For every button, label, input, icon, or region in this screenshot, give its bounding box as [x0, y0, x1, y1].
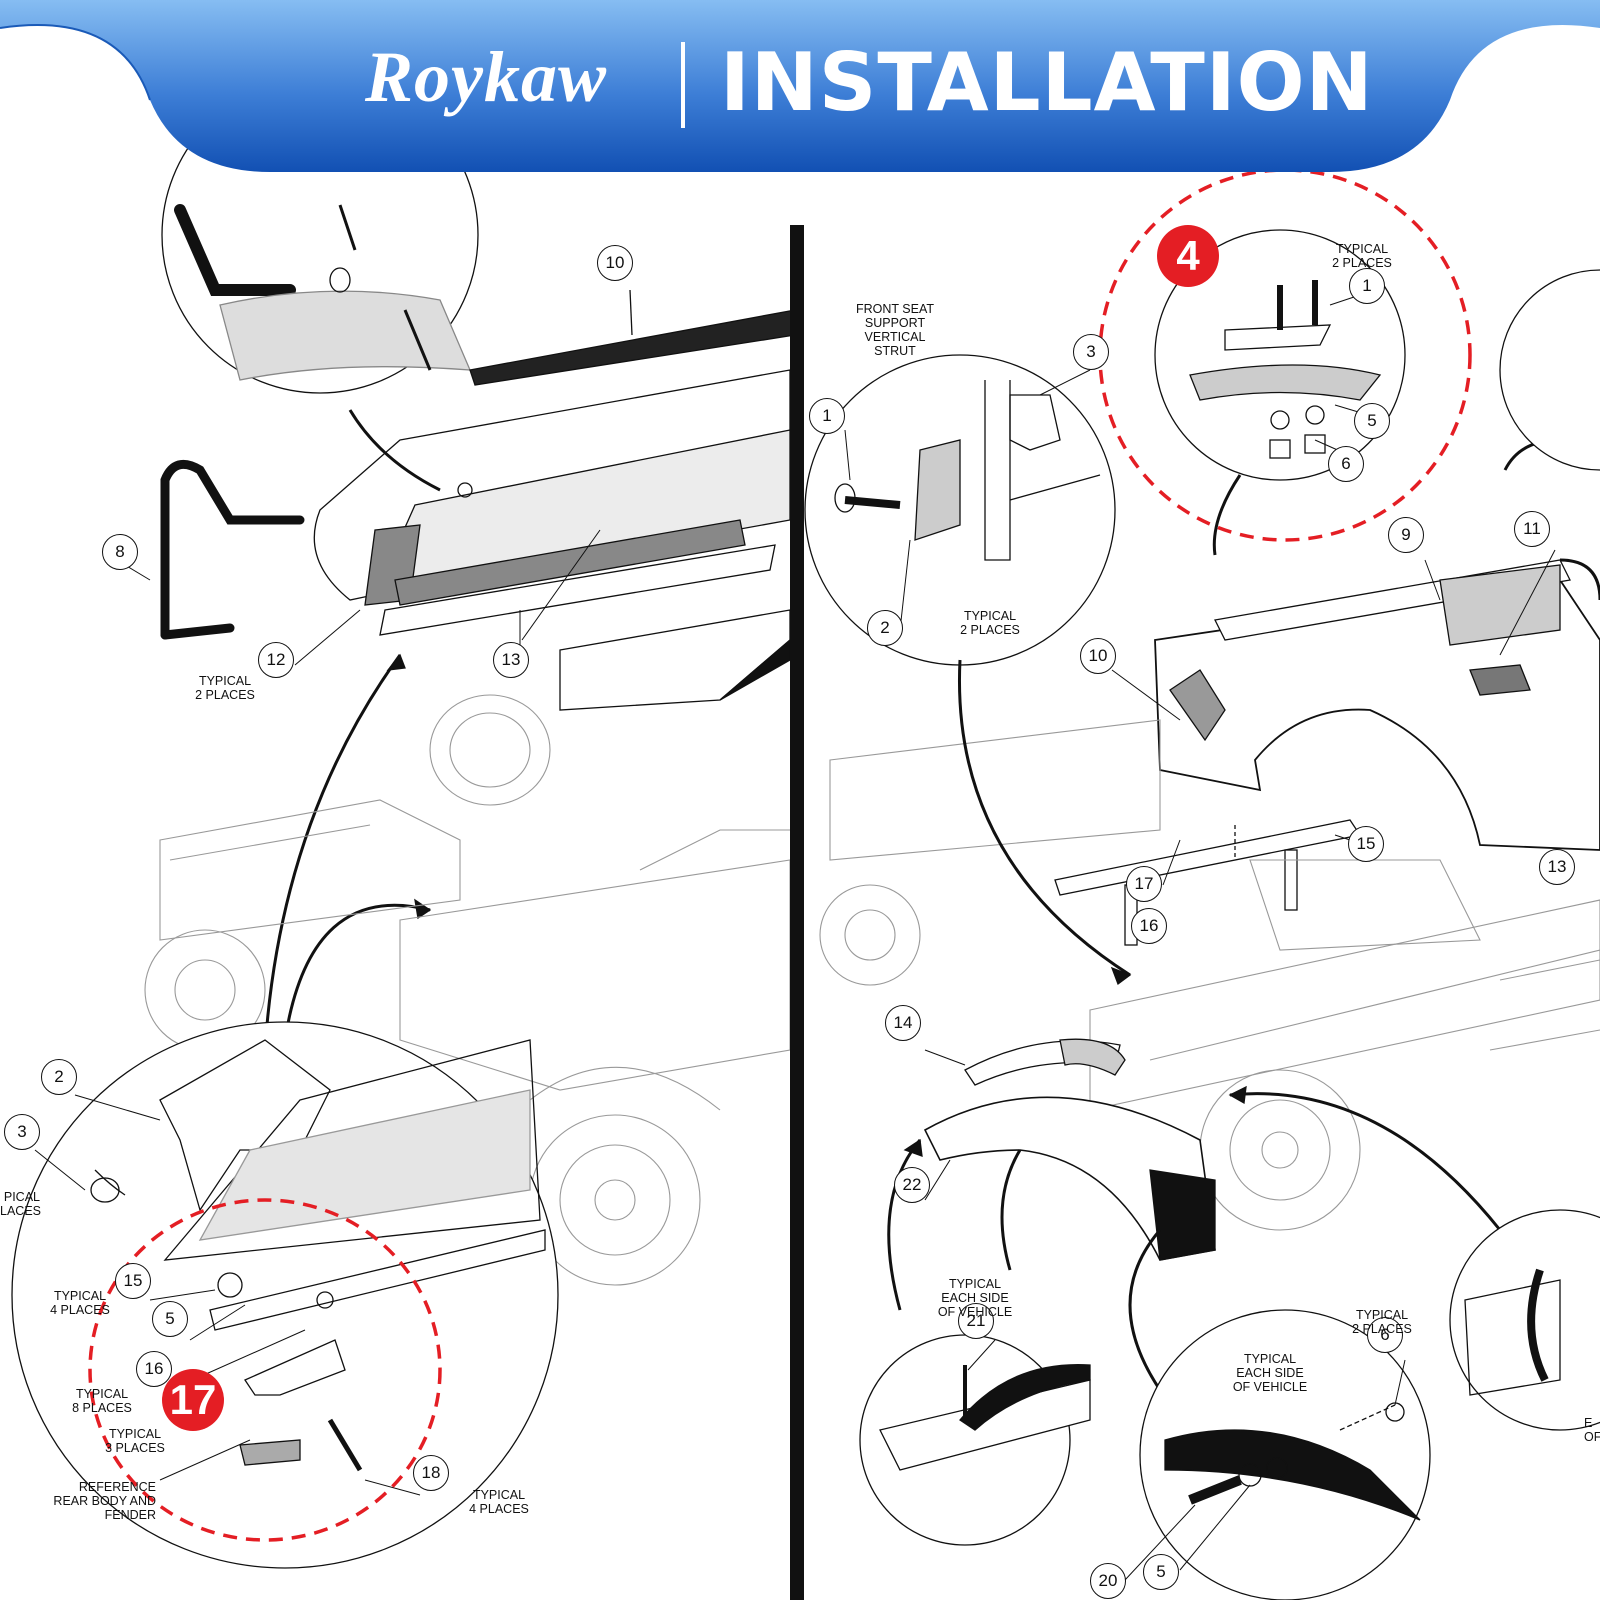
callout-right: 22	[894, 1167, 930, 1203]
note-typical-2-places: TYPICAL 2 PLACES	[960, 609, 1020, 637]
header-separator	[681, 42, 685, 128]
note-typical-2-places: TYPICAL 2 PLACES	[1352, 1308, 1412, 1336]
callout-left: 10	[597, 245, 633, 281]
note-typical-4-places: TYPICAL 4 PLACES	[50, 1289, 110, 1317]
callout-right: 1	[1349, 268, 1385, 304]
callout-left: 2	[41, 1059, 77, 1095]
highlight-badge-17: 17	[162, 1369, 224, 1431]
note-each-side-cut: E OF	[1584, 1416, 1600, 1444]
callout-left: 5	[152, 1301, 188, 1337]
note-typical-each-side: TYPICAL EACH SIDE OF VEHICLE	[1232, 1352, 1308, 1394]
note-front-seat-strut: FRONT SEAT SUPPORT VERTICAL STRUT	[855, 302, 934, 358]
callout-right: 13	[1539, 849, 1575, 885]
callout-left: 15	[115, 1263, 151, 1299]
note-reference-rear-body: REFERENCE REAR BODY AND FENDER	[53, 1480, 156, 1522]
note-typical-each-side: TYPICAL EACH SIDE OF VEHICLE	[937, 1277, 1013, 1319]
callout-right: 17	[1126, 866, 1162, 902]
callout-right: 20	[1090, 1563, 1126, 1599]
note-typical-places-cut: PICAL LACES	[0, 1190, 41, 1218]
callout-left: 3	[4, 1114, 40, 1150]
note-typical-4-places: TYPICAL 4 PLACES	[469, 1488, 529, 1516]
callout-right: 5	[1143, 1554, 1179, 1590]
callout-left: 12	[258, 642, 294, 678]
note-typical-2-places: TYPICAL 2 PLACES	[1332, 242, 1392, 270]
brand-logo: Roykaw	[365, 37, 608, 117]
callout-right: 16	[1131, 908, 1167, 944]
callout-right: 2	[867, 610, 903, 646]
callout-right: 21	[958, 1303, 994, 1339]
callout-right: 9	[1388, 517, 1424, 553]
note-typical-3-places: TYPICAL 3 PLACES	[105, 1427, 165, 1455]
callout-right: 6	[1328, 446, 1364, 482]
callout-right: 11	[1514, 511, 1550, 547]
callout-right: 3	[1073, 334, 1109, 370]
callout-left: 8	[102, 534, 138, 570]
highlight-circle-17	[88, 1198, 442, 1542]
callout-right: 5	[1354, 403, 1390, 439]
highlight-badge-4: 4	[1157, 225, 1219, 287]
callout-right: 1	[809, 398, 845, 434]
note-typical-2-places: TYPICAL 2 PLACES	[195, 674, 255, 702]
callout-right: 15	[1348, 826, 1384, 862]
panel-divider	[790, 225, 804, 1600]
callout-left: 16	[136, 1351, 172, 1387]
page-title: INSTALLATION	[720, 36, 1374, 129]
callout-right: 10	[1080, 638, 1116, 674]
note-typical-8-places: TYPICAL 8 PLACES	[72, 1387, 132, 1415]
callout-left: 13	[493, 642, 529, 678]
callout-right: 6	[1367, 1317, 1403, 1353]
header-banner	[0, 0, 1600, 172]
callout-left: 18	[413, 1455, 449, 1491]
callout-right: 14	[885, 1005, 921, 1041]
